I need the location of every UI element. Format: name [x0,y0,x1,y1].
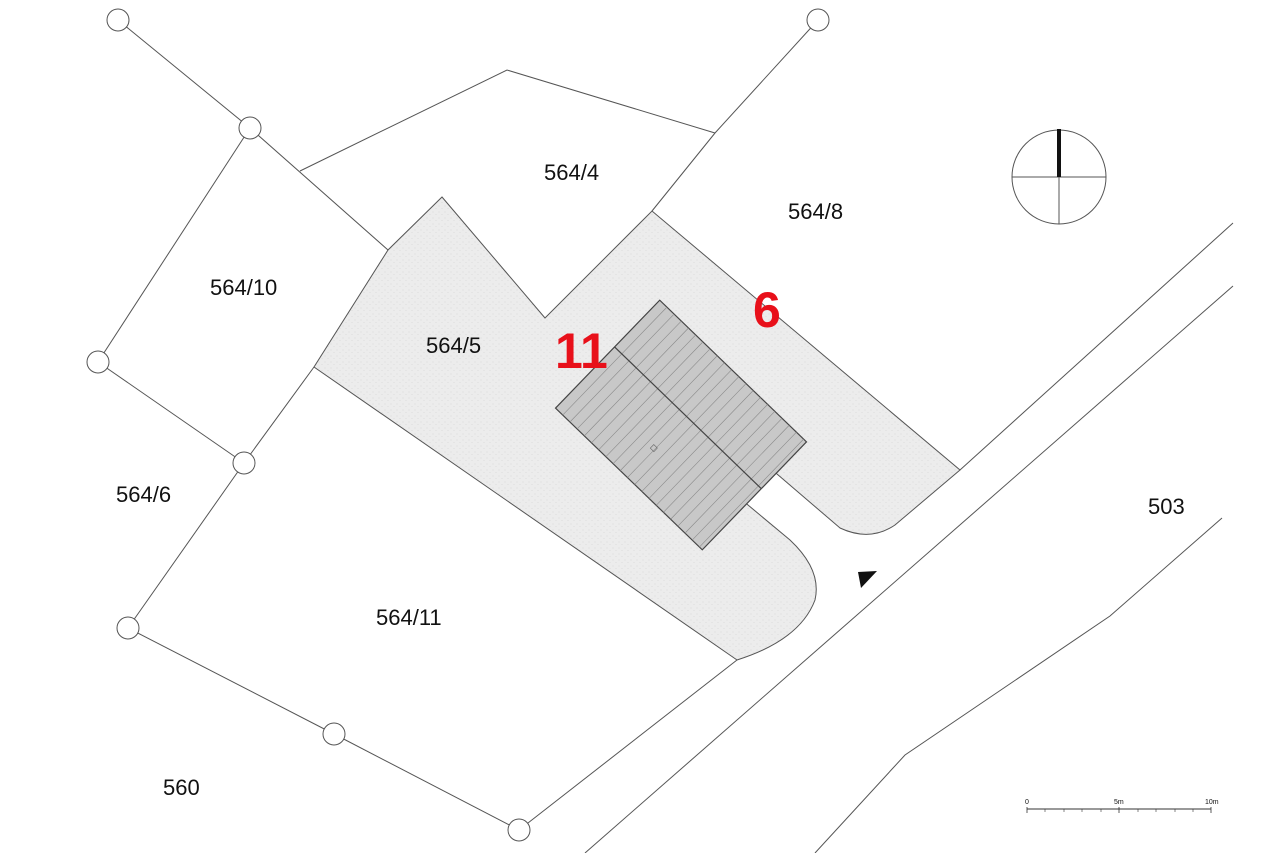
setback-dimension-right: 6 [753,282,781,338]
boundary-pin [232,451,256,475]
boundary-pin [86,350,110,374]
boundary-pin [106,8,130,32]
setback-dimension-left: 11 [555,323,608,379]
scale-mid-label: 5m [1114,799,1124,806]
entrance-arrow-icon [858,571,877,588]
scale-end-label: 10m [1205,799,1219,806]
road-503 [584,222,1234,853]
house-roof [554,299,808,551]
boundary-pin [806,8,830,32]
boundary-pin [116,616,140,640]
parcel-label-564-5: 564/5 [426,333,481,358]
boundary-pins [86,8,830,842]
parcel-label-564-4: 564/4 [544,160,599,185]
scale-start-label: 0 [1025,799,1029,806]
boundary-pin [238,116,262,140]
parcel-label-564-10: 564/10 [210,275,277,300]
boundary-pin [322,722,346,746]
scale-bar: 0 5m 10m [1025,799,1219,813]
roof-tiles [562,306,804,548]
boundary-pin [507,818,531,842]
parcel-label-560: 560 [163,775,200,800]
chimney [649,444,658,453]
north-arrow-icon [1011,129,1107,225]
parcel-label-564-11: 564/11 [376,605,442,630]
parcel-label-564-6: 564/6 [116,482,171,507]
roof-ridge [614,346,762,490]
parcel-label-503: 503 [1148,494,1185,519]
parcel-label-564-8: 564/8 [788,199,843,224]
